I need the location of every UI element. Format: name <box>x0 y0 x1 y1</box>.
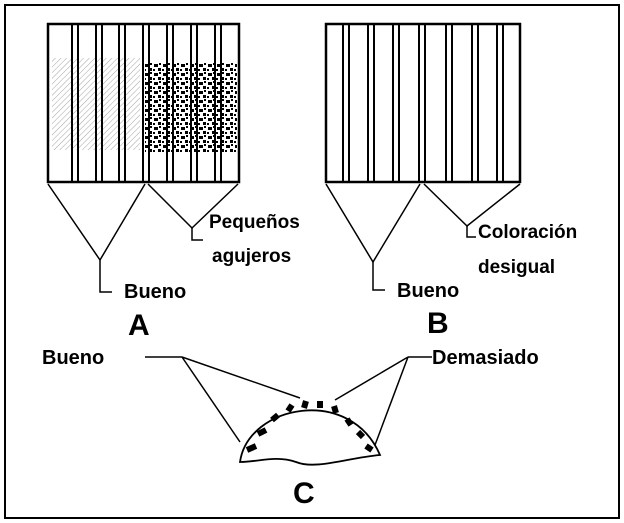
panel-a-stripes <box>71 24 222 182</box>
panel-b-leaders <box>325 183 521 291</box>
panel-a-defect-label-line2: agujeros <box>212 246 291 267</box>
panel-b-defect-label-line2: desigual <box>478 257 555 278</box>
panel-c-leaders <box>145 356 432 446</box>
panel-a: Pequeños agujeros Bueno A <box>46 22 300 342</box>
panel-b-defect-label-line1: Coloración <box>478 222 577 243</box>
panel-c-letter: C <box>293 477 315 510</box>
panel-b: Coloración desigual Bueno B <box>324 22 577 340</box>
panel-b-letter: B <box>427 307 449 340</box>
panel-c-arc-marks <box>245 400 374 453</box>
panel-a-letter: A <box>128 309 150 342</box>
panel-c-good-label: Bueno <box>42 347 104 369</box>
panel-a-defect-label-line1: Pequeños <box>209 212 300 233</box>
panel-c-arc-section <box>238 409 382 466</box>
panel-a-good-label: Bueno <box>124 281 186 303</box>
panel-a-leaders <box>47 183 239 293</box>
panel-b-stripes <box>342 24 504 182</box>
outer-frame <box>4 4 620 519</box>
panel-c: Bueno Demasiado C <box>42 347 539 510</box>
panel-c-excess-label: Demasiado <box>432 347 539 369</box>
panel-b-box <box>324 22 522 184</box>
panel-b-good-label: Bueno <box>397 280 459 302</box>
